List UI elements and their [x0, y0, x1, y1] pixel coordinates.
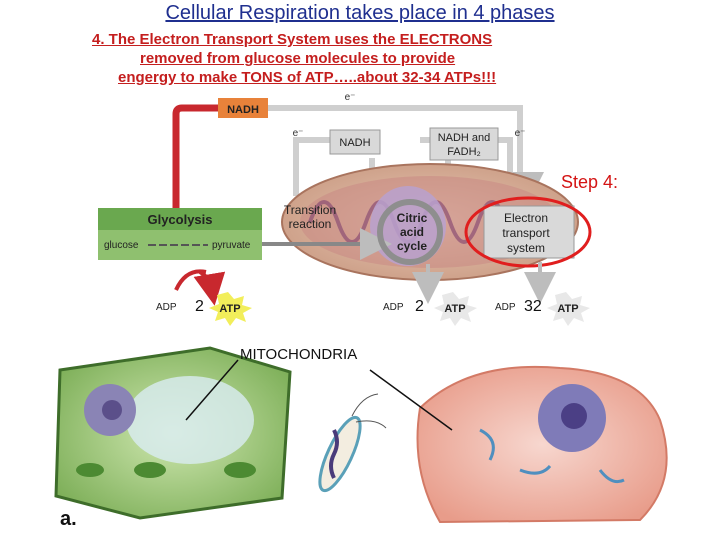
atp-group-2: ADP ATP [383, 292, 477, 326]
adp-label-2: ADP [383, 302, 404, 313]
pyruvate-label: pyruvate [212, 240, 251, 251]
glycolysis-label: Glycolysis [147, 212, 212, 227]
red-electron-path [172, 104, 218, 208]
citric-label-1: Citric [397, 211, 428, 225]
citric-label-2: acid [400, 225, 424, 239]
atp-burst-2 [434, 292, 477, 326]
animal-cell-illustration [416, 365, 668, 524]
page-title: Cellular Respiration takes place in 4 ph… [165, 2, 555, 24]
adp-label-1: ADP [156, 302, 177, 313]
subtitle-line-2: removed from glucose molecules to provid… [140, 50, 456, 67]
glucose-label: glucose [104, 240, 139, 251]
transition-label-2: reaction [289, 217, 332, 231]
atp-count-3: 32 [524, 298, 542, 315]
atp-group-3: ADP ATP [495, 292, 590, 326]
nadh-top-label: NADH [227, 104, 259, 116]
bacterium-illustration [318, 393, 387, 493]
atp-group-1: ADP ATP [156, 292, 252, 326]
atp-burst-3 [547, 292, 590, 326]
etc-highlight-circle [464, 196, 592, 268]
atp-count-1: 2 [195, 298, 204, 315]
nadh-fadh2-label: NADH and [438, 132, 491, 144]
nadh-box-mid [329, 129, 381, 155]
grey-electron-loop [252, 105, 544, 220]
nadh-mid-label: NADH [339, 137, 370, 149]
electron-label-2: e⁻ [293, 128, 304, 139]
atp-label-1: ATP [219, 303, 240, 315]
electron-label-3: e⁻ [515, 128, 526, 139]
etc-label-2: transport [502, 226, 550, 240]
step-4-label: Step 4: [561, 172, 619, 192]
etc-box [483, 205, 575, 259]
mitochondria-label: MITOCHONDRIA [240, 346, 358, 363]
transition-label-1: Transition [284, 203, 336, 217]
etc-label-1: Electron [504, 211, 548, 225]
fadh2-label: FADH₂ [447, 146, 481, 158]
subtitle-line-1: 4. The Electron Transport System uses th… [92, 31, 493, 48]
electron-label-1: e⁻ [345, 92, 356, 103]
plant-cell-illustration [54, 346, 292, 520]
pointer-line-plant [185, 359, 239, 421]
glycolysis-atp-arrow [193, 270, 226, 306]
nadh-box-top [218, 98, 268, 118]
panel-label: a. [60, 508, 77, 530]
citric-label-3: cycle [397, 239, 427, 253]
adp-label-3: ADP [495, 302, 516, 313]
pointer-line-animal [369, 369, 453, 431]
atp-burst-1 [209, 292, 252, 326]
etc-label-3: system [507, 241, 545, 255]
nadh-fadh2-box [429, 127, 499, 161]
atp-label-2: ATP [444, 303, 465, 315]
citric-cycle-ring [377, 199, 443, 265]
atp-label-3: ATP [557, 303, 578, 315]
atp-count-2: 2 [415, 298, 424, 315]
subtitle-line-3: engergy to make TONS of ATP…..about 32-3… [118, 69, 497, 86]
